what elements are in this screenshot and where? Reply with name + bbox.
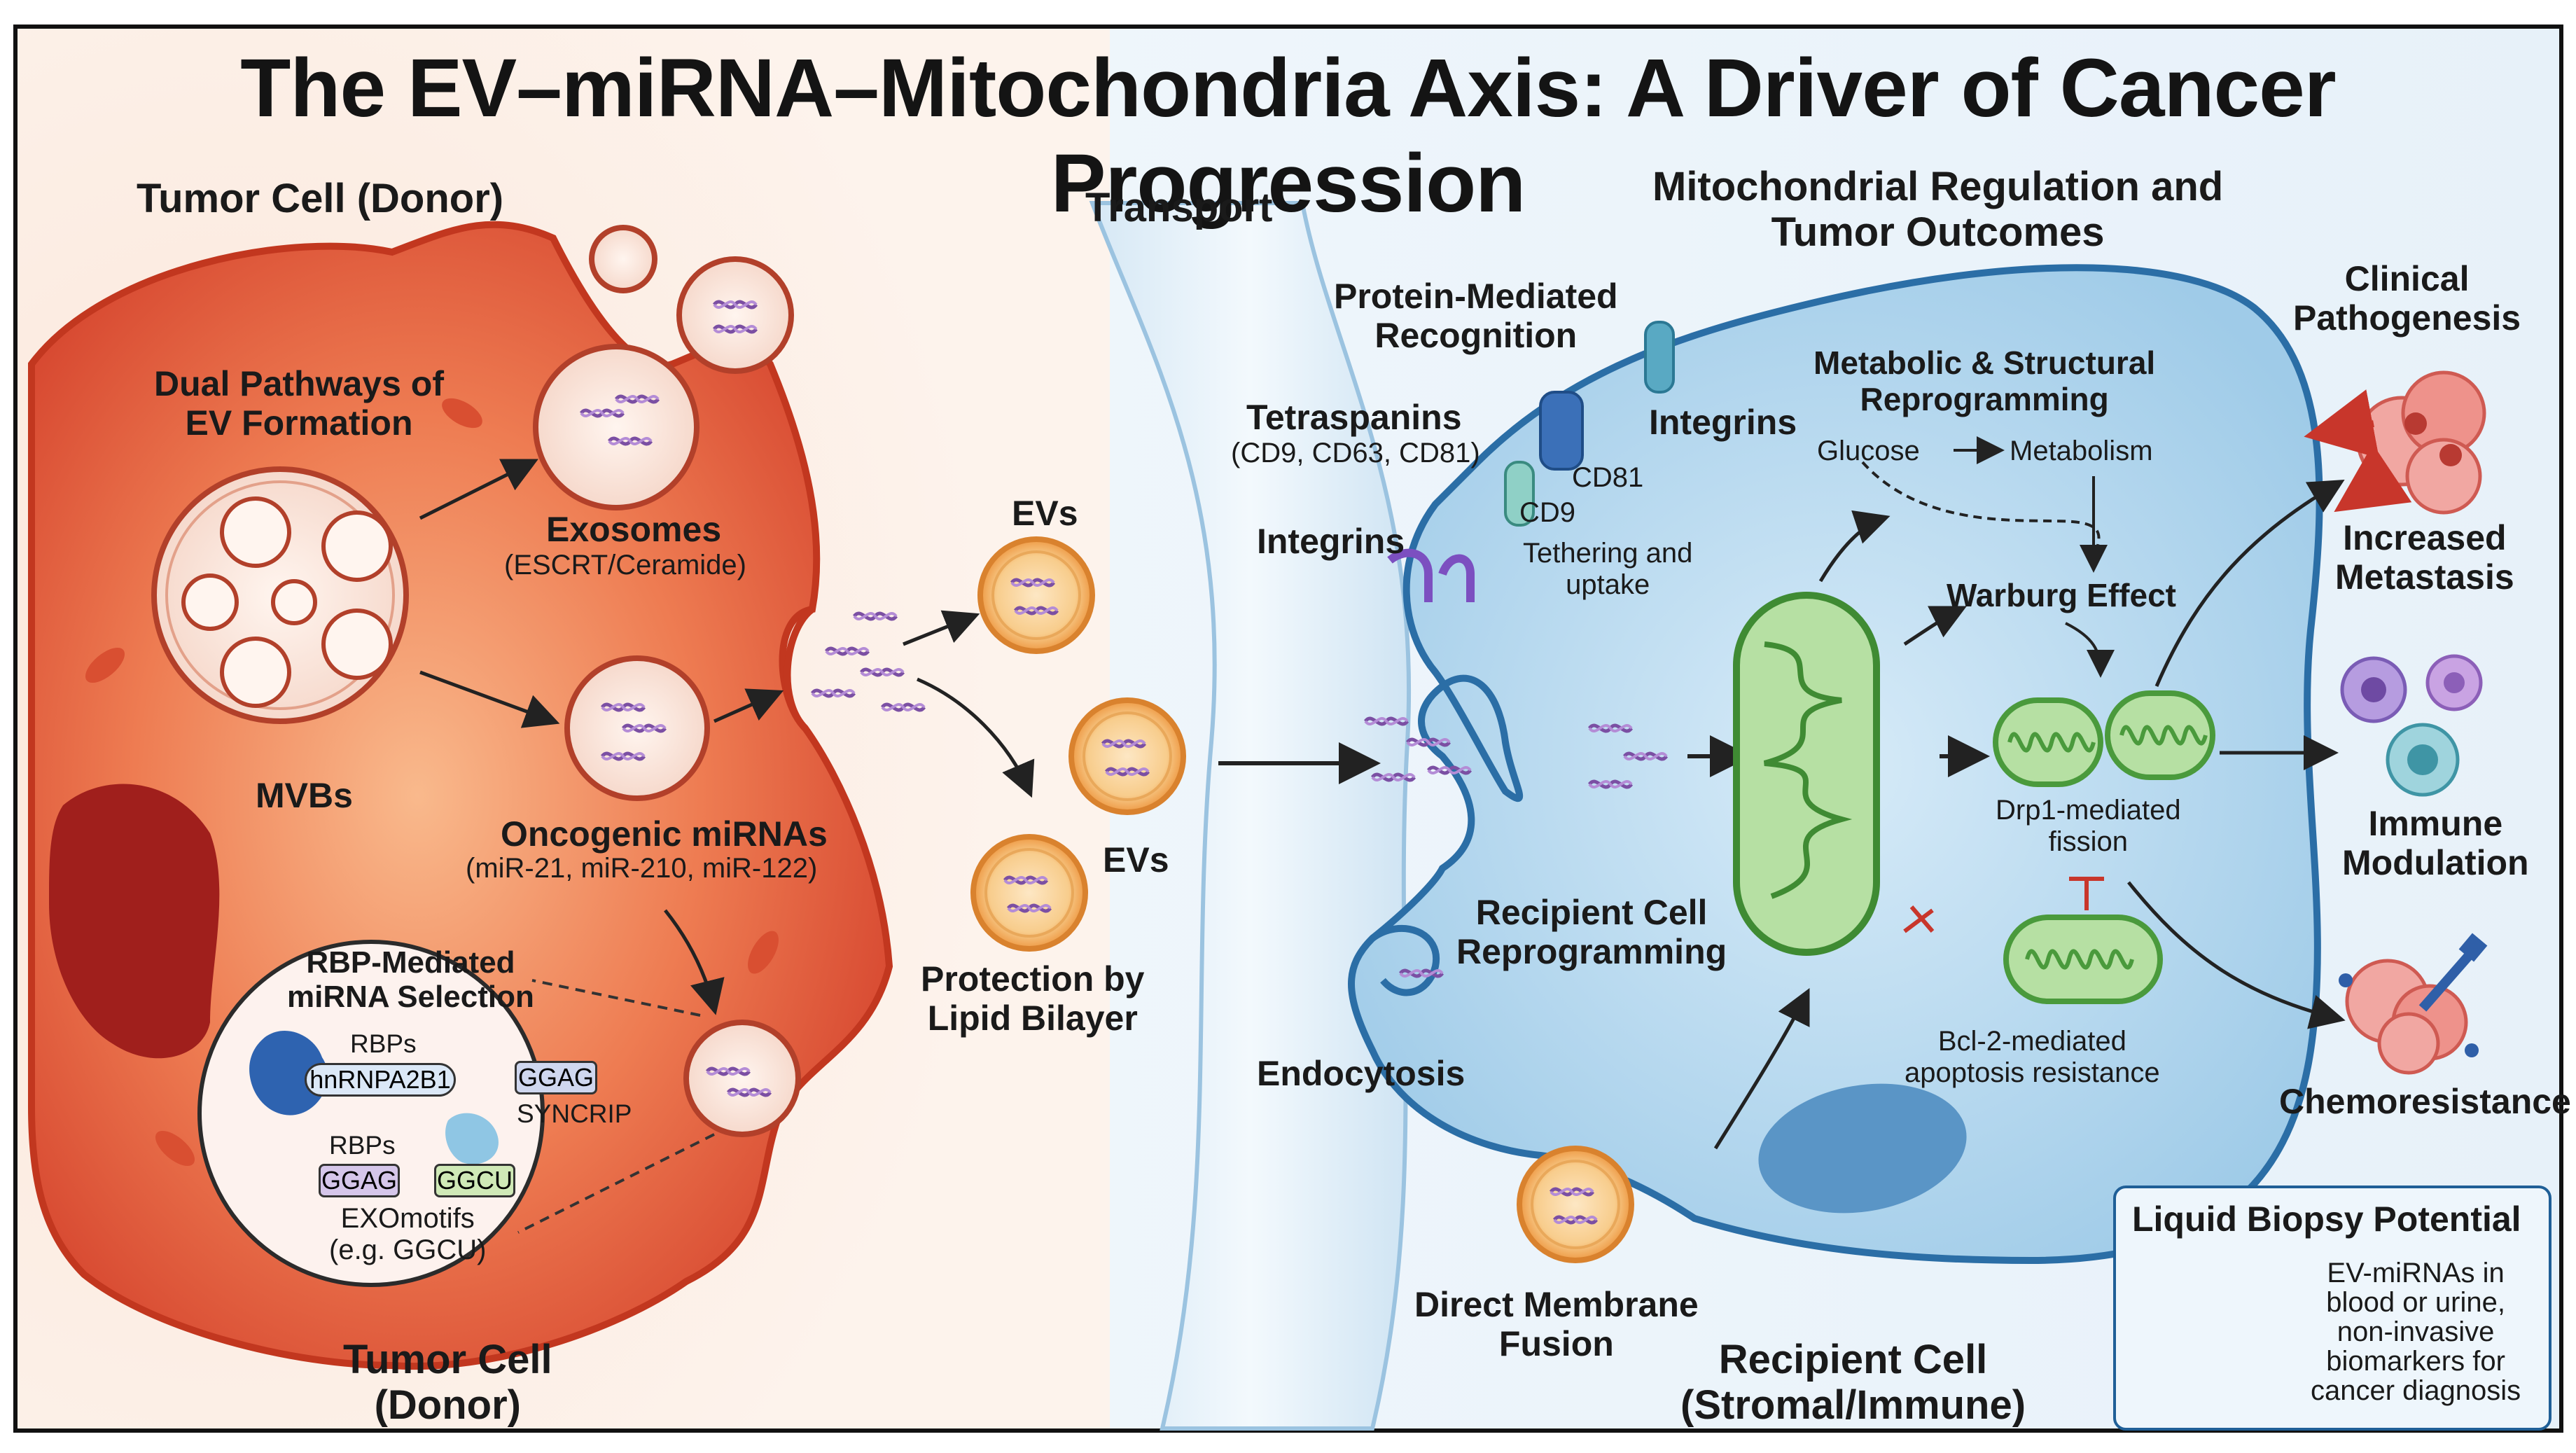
ev-particle-low: [973, 837, 1085, 949]
large-mitochondrion: [1733, 592, 1880, 956]
cd81-label: CD81: [1572, 462, 1644, 493]
chemoresistance-cluster: [2339, 933, 2488, 1075]
chemoresistance-label: Chemoresistance: [2279, 1082, 2571, 1121]
metastasis-cluster: [2304, 370, 2486, 515]
ggcu-motif: GGCU: [434, 1164, 515, 1197]
endocytosis-label: Endocytosis: [1257, 1054, 1465, 1093]
page-title: The EV–miRNA–Mitochondria Axis: A Driver…: [240, 42, 2336, 230]
transport-header: Transport: [1085, 185, 1273, 230]
evs-label-mid: EVs: [1103, 840, 1169, 880]
liquid-biopsy-panel: [2113, 1186, 2551, 1431]
integrins-left-label: Integrins: [1257, 522, 1405, 561]
exosomes-label: Exosomes: [546, 510, 722, 549]
evs-label-top: EVs: [1012, 494, 1078, 533]
fission-mitochondria: [1993, 690, 2215, 787]
glucose-label: Glucose: [1817, 436, 1920, 466]
ggag-motif-2: GGAG: [319, 1164, 400, 1197]
warburg-effect-label: Warburg Effect: [1947, 577, 2176, 613]
exosomes-subtitle: (ESCRT/Ceramide): [504, 550, 746, 580]
rbps-label-2: RBPs: [329, 1131, 396, 1160]
liquid-biopsy-title: Liquid Biopsy Potential: [2132, 1200, 2521, 1239]
tetraspanins-subtitle: (CD9, CD63, CD81): [1231, 438, 1480, 468]
hnrnpa2b1-protein: hnRNPA2B1: [305, 1063, 456, 1097]
exomotifs-label: EXOmotifs(e.g. GGCU): [329, 1203, 487, 1265]
tetraspanins-label: Tetraspanins: [1246, 398, 1462, 437]
oncogenic-mirnas-subtitle: (miR-21, miR-210, miR-122): [466, 853, 818, 884]
donor-header: Tumor Cell (Donor): [137, 176, 504, 221]
ev-particle-top: [980, 539, 1092, 651]
ggag-motif-1: GGAG: [515, 1061, 597, 1094]
metabolism-label: Metabolism: [2010, 436, 2153, 466]
mvb-vesicle: [151, 466, 409, 724]
syncrip-label: SYNCRIP: [517, 1099, 632, 1128]
ev-particle-mid: [1071, 700, 1183, 812]
mvbs-label: MVBs: [256, 776, 353, 815]
fusing-ev: [1519, 1148, 1631, 1260]
recipient-footer: Recipient Cell(Stromal/Immune): [1680, 1337, 2026, 1428]
donor-footer: Tumor Cell(Donor): [343, 1337, 552, 1428]
integrins-top-label: Integrins: [1649, 403, 1797, 442]
bcl2-mitochondrion: [2006, 917, 2160, 1001]
immune-cells: [2340, 654, 2483, 797]
oncogenic-mirnas-label: Oncogenic miRNAs: [501, 814, 828, 854]
cd9-label: CD9: [1519, 497, 1576, 528]
rbps-label-1: RBPs: [350, 1029, 417, 1058]
